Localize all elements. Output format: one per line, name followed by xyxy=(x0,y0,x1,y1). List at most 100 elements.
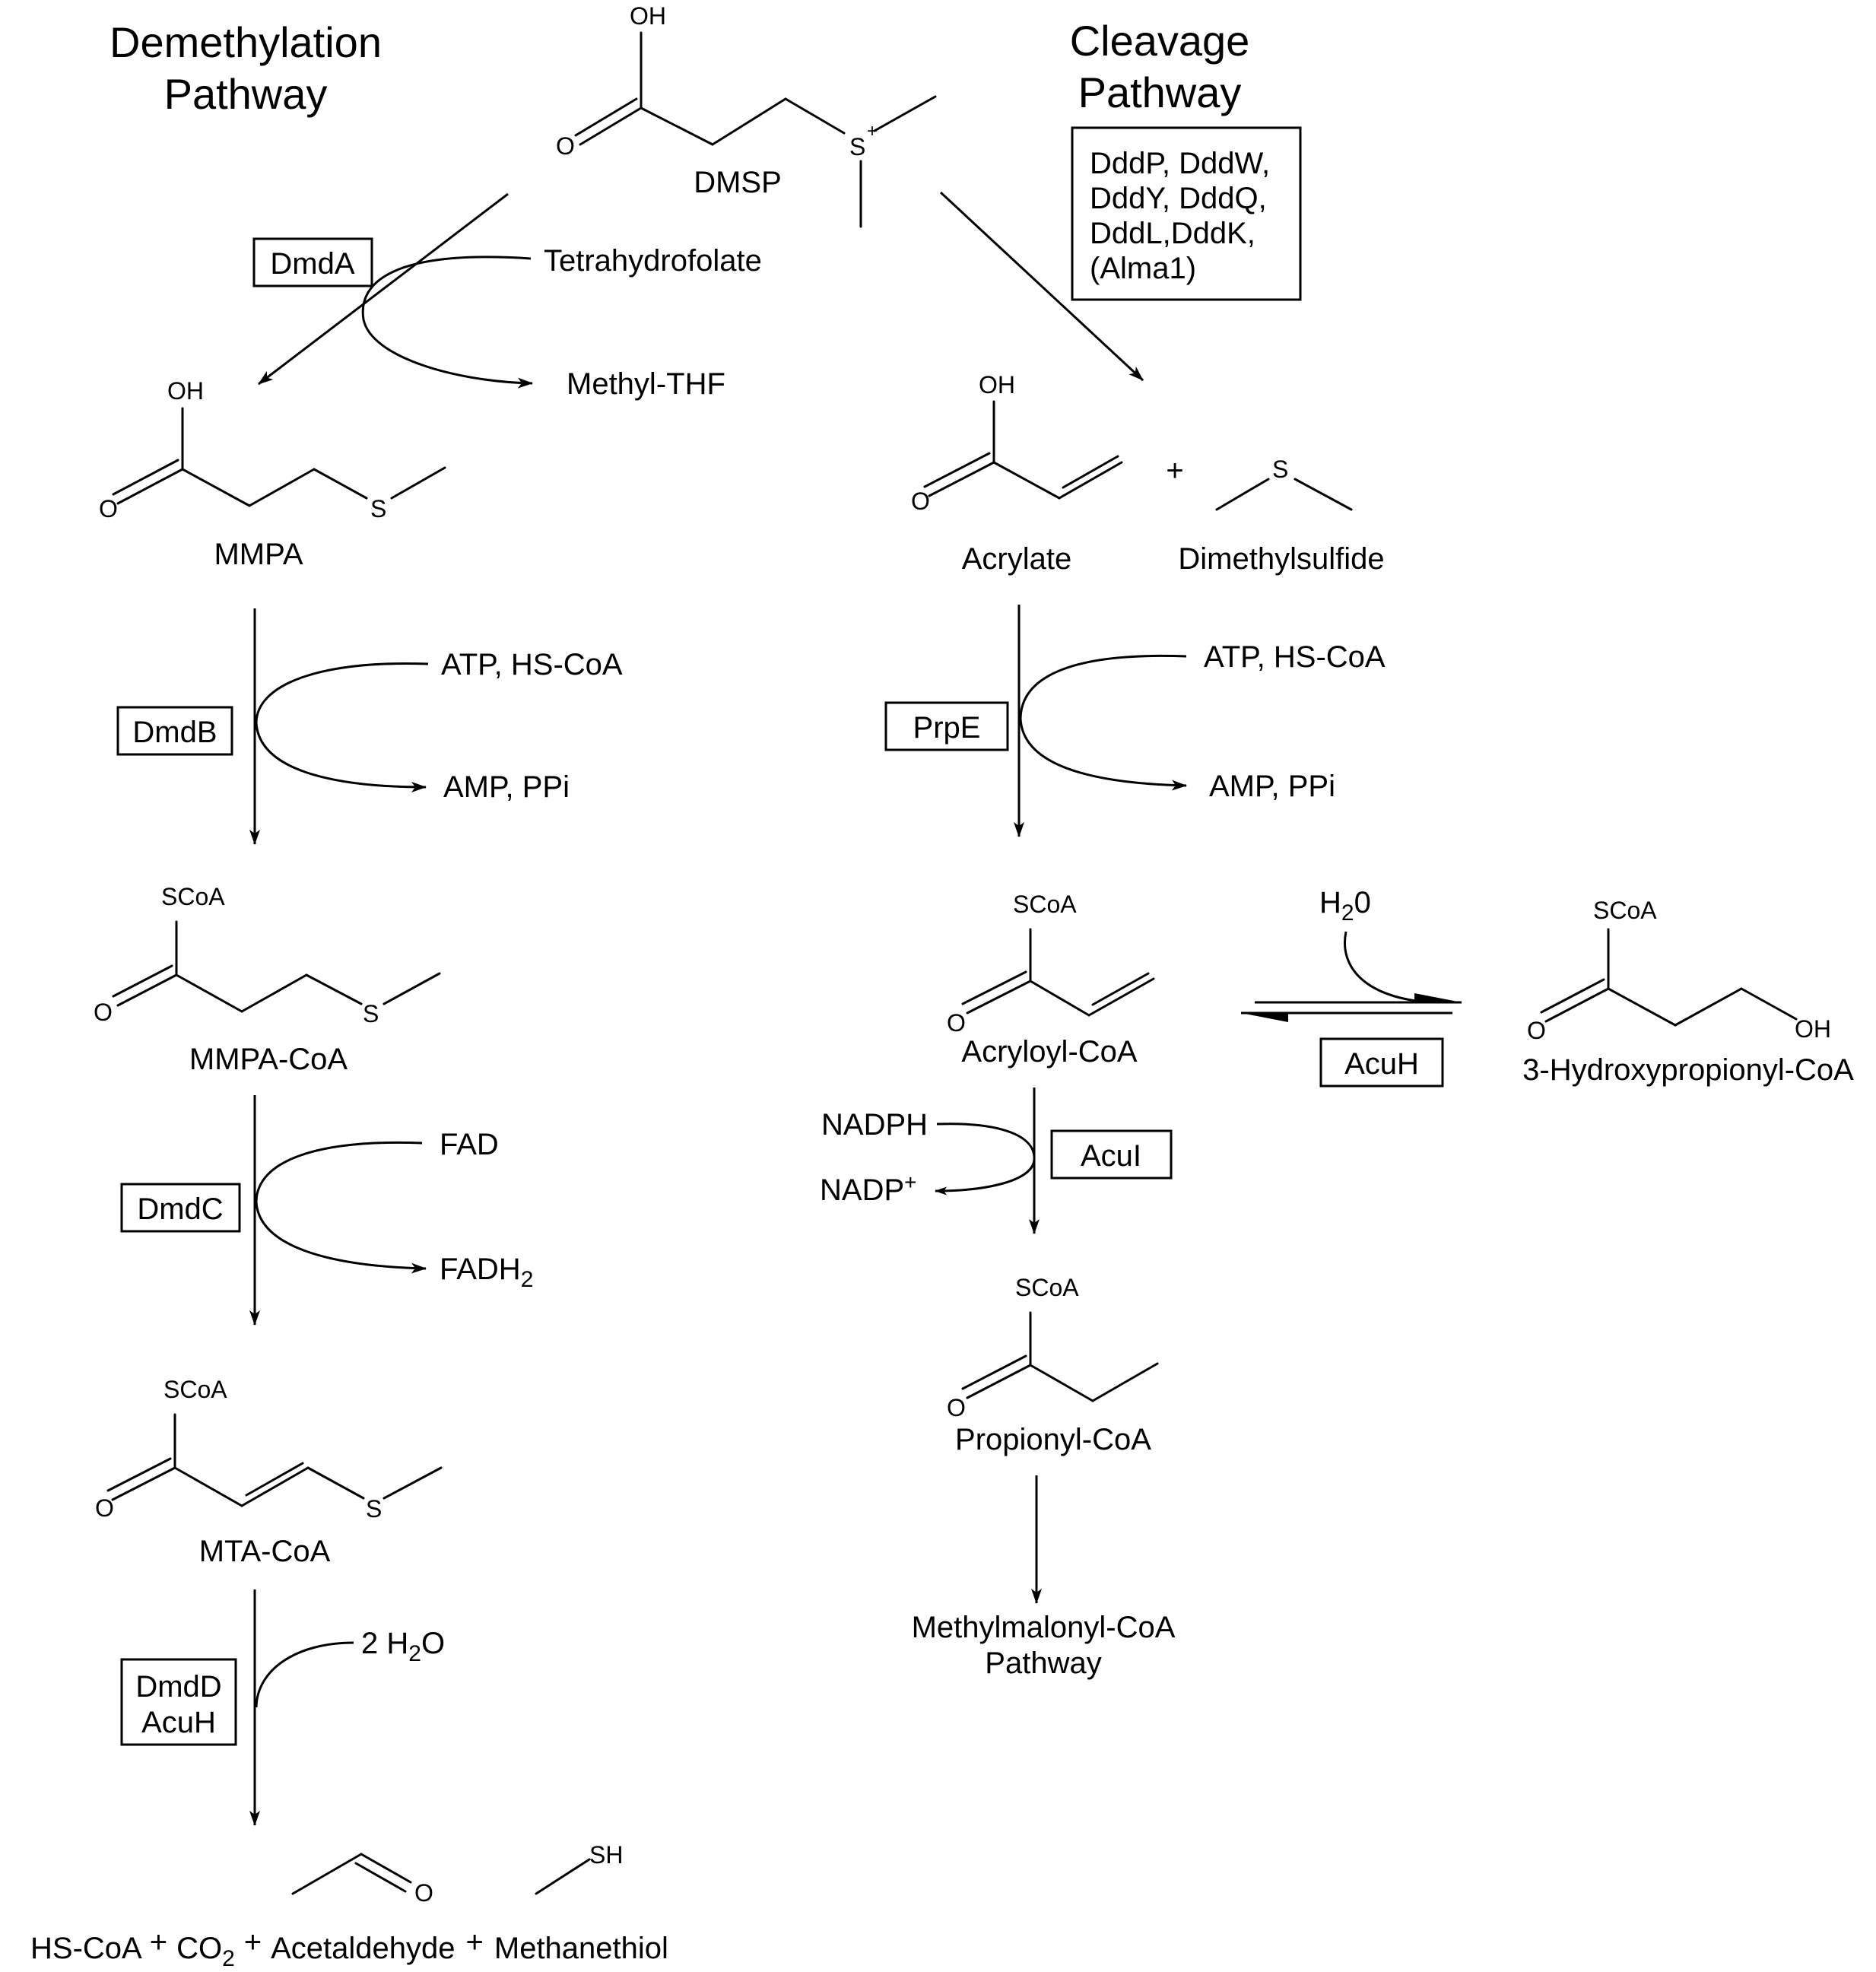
co2-sub: 2 xyxy=(222,1946,235,1971)
hydroxypropionyl-coa-oh-label: OH xyxy=(1795,1015,1831,1043)
propionyl-coa-label: Propionyl-CoA xyxy=(955,1423,1151,1456)
nadph-label: NADPH xyxy=(821,1108,928,1142)
propionyl-coa-o-label: O xyxy=(947,1394,966,1421)
acryloyl-coa-label: Acryloyl-CoA xyxy=(961,1035,1137,1069)
acetaldehyde-label: Acetaldehyde xyxy=(271,1932,455,1965)
fad-label: FAD xyxy=(440,1128,499,1161)
acui-label: AcuI xyxy=(1081,1139,1141,1173)
water-2-o: O xyxy=(421,1627,445,1660)
acui-cofactor-curve xyxy=(935,1123,1036,1196)
thf-label: Tetrahydrofolate xyxy=(544,244,762,278)
dmsp-o-label: O xyxy=(556,132,575,160)
mmpa-coa-s-label: S xyxy=(363,1000,379,1027)
water-2-label: 2 H2O xyxy=(361,1627,445,1666)
dms-s-label: S xyxy=(1272,456,1288,483)
acuh-equilibrium-arrows xyxy=(1241,993,1462,1022)
mta-coa-s-label: S xyxy=(366,1495,382,1523)
dmdd-box xyxy=(120,1658,237,1746)
acui-box xyxy=(1050,1129,1173,1180)
nadp-label: NADP+ xyxy=(820,1170,917,1207)
hydroxypropionyl-coa-structure: SCoA O OH xyxy=(1527,897,1831,1044)
mmpa-o-label: O xyxy=(99,495,118,522)
mmpa-coa-label: MMPA-CoA xyxy=(189,1043,348,1076)
fadh2-main: FADH xyxy=(440,1253,521,1286)
dmda-label: DmdA xyxy=(270,247,354,281)
acuh-label: AcuH xyxy=(1344,1047,1419,1081)
hydroxypropionyl-coa-scoa-label: SCoA xyxy=(1593,897,1657,924)
mmpa-s-label: S xyxy=(370,495,386,522)
methanethiol-label: Methanethiol xyxy=(494,1932,668,1965)
acetaldehyde-structure: O xyxy=(291,1853,433,1907)
dmsp-oh-label: OH xyxy=(630,2,666,30)
dmdb-cofactor-curve xyxy=(255,662,429,792)
mmpa-oh-label: OH xyxy=(167,377,204,405)
acrylate-oh-label: OH xyxy=(979,371,1015,399)
dmdb-label: DmdB xyxy=(132,716,217,749)
ddd-line2: DddY, DddQ, xyxy=(1090,182,1267,215)
dmdc-cofactor-curve xyxy=(255,1141,427,1274)
acrylate-structure: OH O xyxy=(911,371,1123,515)
water-2-sub: 2 xyxy=(408,1641,421,1666)
cleavage-title-line2: Pathway xyxy=(1078,68,1242,116)
acryloyl-coa-structure: SCoA O xyxy=(947,891,1155,1037)
mmpa-coa-scoa-label: SCoA xyxy=(161,883,225,910)
plus-2: + xyxy=(244,1926,262,1959)
dmsp-label: DMSP xyxy=(694,166,782,199)
acuh-box xyxy=(1319,1037,1444,1088)
ddd-line3: DddL,DddK, xyxy=(1090,217,1255,250)
dms-structure: S xyxy=(1215,456,1353,511)
plus-3: + xyxy=(466,1926,484,1959)
h2o-label: H20 xyxy=(1319,886,1371,926)
mmpa-structure: OH O S xyxy=(99,377,446,522)
ddd-enzymes-box xyxy=(1071,126,1302,301)
dmdb-box xyxy=(116,706,233,756)
mta-coa-o-label: O xyxy=(95,1494,114,1522)
nadp-sup: + xyxy=(904,1170,916,1194)
demethylation-title-line1: Demethylation xyxy=(110,18,382,66)
prpe-amp-label: AMP, PPi xyxy=(1209,770,1335,803)
final-products: HS-CoA+CO2+Acetaldehyde+Methanethiol xyxy=(30,1926,668,1971)
mta-coa-scoa-label: SCoA xyxy=(163,1376,227,1403)
h2o-o: 0 xyxy=(1354,886,1371,919)
demethylation-title-line2: Pathway xyxy=(164,70,328,118)
dmdd-water-curve xyxy=(255,1641,354,1708)
ddd-line4: (Alma1) xyxy=(1090,252,1196,285)
ddd-line1: DddP, DddW, xyxy=(1090,147,1270,180)
hs-coa-label: HS-CoA xyxy=(30,1932,142,1965)
dmda-arrow xyxy=(258,192,509,386)
dmdd-label-line2: AcuH xyxy=(141,1706,216,1739)
fadh2-label: FADH2 xyxy=(440,1253,533,1292)
prpe-cofactor-curve xyxy=(1019,654,1187,791)
methylmalonyl-line2: Pathway xyxy=(985,1647,1101,1680)
acryloyl-coa-scoa-label: SCoA xyxy=(1013,891,1077,918)
acrylate-label: Acrylate xyxy=(962,542,1072,576)
dmdc-box xyxy=(120,1183,241,1233)
acryloyl-coa-o-label: O xyxy=(947,1009,966,1037)
prpe-box xyxy=(884,701,1009,751)
dmsp-s-charge: + xyxy=(867,121,878,141)
dmdc-label: DmdC xyxy=(137,1192,223,1226)
methyl-thf-label: Methyl-THF xyxy=(567,367,725,401)
dmdb-atp-label: ATP, HS-CoA xyxy=(441,648,623,681)
mmpa-coa-structure: SCoA O S xyxy=(94,883,441,1027)
acrylate-o-label: O xyxy=(911,487,930,515)
h2o-curve xyxy=(1344,931,1430,1004)
hydroxypropionyl-coa-o-label: O xyxy=(1527,1017,1546,1044)
cleavage-title-line1: Cleavage xyxy=(1070,17,1250,65)
methanethiol-structure: SH xyxy=(535,1841,623,1895)
propionyl-coa-scoa-label: SCoA xyxy=(1015,1274,1079,1301)
cleavage-arrow xyxy=(939,191,1144,382)
h2o-main: H xyxy=(1319,886,1341,919)
dmdd-label-line1: DmdD xyxy=(135,1670,221,1704)
dmsp-structure: OH O S + xyxy=(556,2,937,228)
mta-coa-structure: SCoA O S xyxy=(95,1376,443,1523)
mmpa-coa-o-label: O xyxy=(94,999,113,1026)
dmda-box xyxy=(252,237,373,287)
acrylate-plus: + xyxy=(1166,454,1183,487)
dmda-cofactor-curve xyxy=(361,256,533,389)
methylmalonyl-line1: Methylmalonyl-CoA xyxy=(912,1611,1176,1644)
prpe-atp-label: ATP, HS-CoA xyxy=(1204,640,1386,674)
dmsp-s-label: S xyxy=(849,133,865,160)
nadp-main: NADP xyxy=(820,1173,904,1207)
